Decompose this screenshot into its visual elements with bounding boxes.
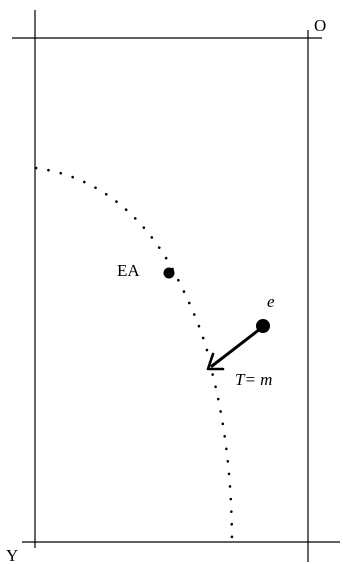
point-ea-dot — [163, 267, 175, 279]
dotted-trajectory — [34, 166, 234, 547]
corner-label-o: O — [314, 16, 326, 35]
corner-label-y: Y — [6, 546, 18, 564]
point-ea-label: EA — [117, 261, 140, 280]
force-arrow-shaft — [210, 327, 262, 368]
point-e-label: e — [267, 292, 275, 311]
force-arrow-head — [206, 352, 225, 371]
arrow-label: T= m — [235, 370, 272, 389]
